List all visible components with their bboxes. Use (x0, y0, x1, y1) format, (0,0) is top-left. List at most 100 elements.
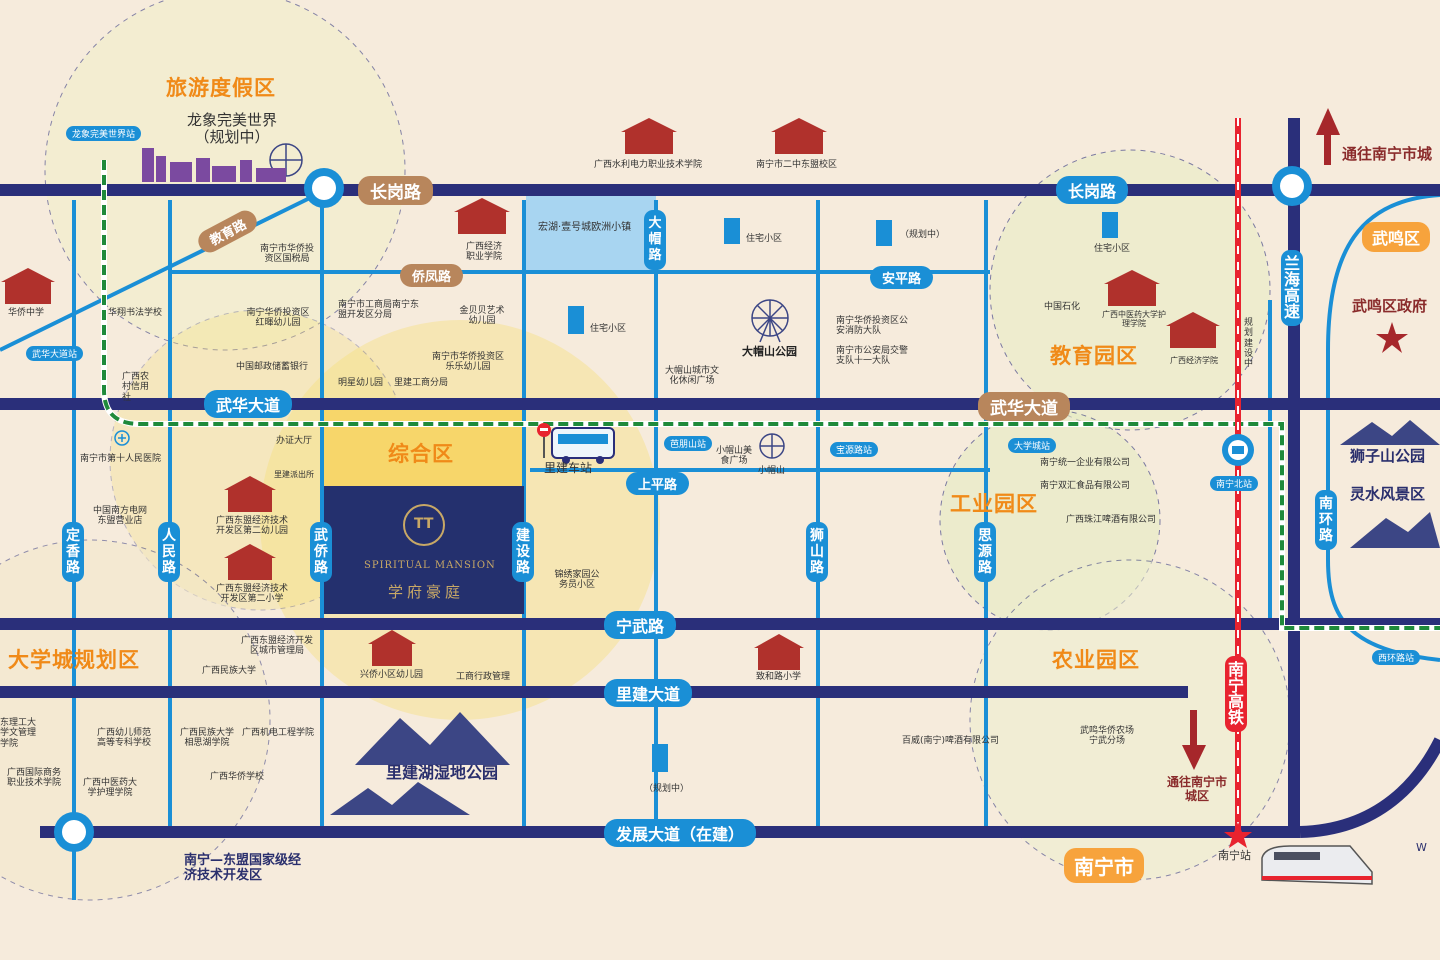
station-baoyuan: 宝源路站 (830, 442, 879, 457)
district-nanning-city: 南宁市 (1064, 848, 1144, 883)
park-lijian-lake: 里建湖湿地公园 (386, 763, 499, 782)
poi-p48: 广西中医药大学护理学院 (82, 778, 137, 799)
ferris-wheel-icons (269, 143, 789, 459)
poi-p3: 广西经济职业学院 (465, 242, 502, 263)
road-nanhuan: 南环路 (1315, 490, 1337, 550)
to-nanning-south: 通往南宁市城区 (1166, 775, 1227, 803)
station-lijian-bus: 里建车站 (544, 461, 593, 475)
poi-p30: 广西东盟经济技术开发区第二幼儿园 (215, 516, 288, 537)
nanning-station-star (1224, 822, 1252, 848)
poi-p44: 广西幼儿师范高等专科学校 (96, 728, 151, 749)
university-zone-circle (0, 539, 271, 901)
station-longxiang: 龙象完美世界站 (66, 126, 142, 141)
poi-p6: （规划中） (900, 230, 946, 240)
district-wuming: 武鸣区 (1362, 222, 1431, 252)
road-ningwu: 宁武路 (604, 611, 677, 639)
poi-p29: 中国南方电网东盟营业店 (92, 506, 147, 527)
poi-p37: 锦绣家园公务员小区 (554, 570, 600, 591)
poi-p1: 广西水利电力职业技术学院 (594, 160, 703, 170)
road-wuhua-right: 武华大道 (978, 392, 1070, 421)
poi-p33: 小帽山 (758, 466, 786, 476)
poi-p41: 工商行政管理 (456, 672, 511, 682)
road-qiaofeng: 侨凤路 (400, 264, 464, 287)
wuming-gov-star (1376, 322, 1408, 353)
road-anping: 安平路 (870, 266, 934, 289)
poi-p23: 中国石化 (1044, 302, 1081, 312)
poi-p49: 广西华侨学校 (210, 772, 265, 782)
poi-p25: 广西经济学院 (1170, 356, 1218, 365)
station-wuhua: 武华大道站 (26, 346, 84, 361)
poi-p26: 办证大厅 (276, 436, 313, 446)
project-name-cn: 学府豪庭 (388, 583, 465, 601)
project-logo: TT (414, 516, 434, 532)
zone-agriculture: 农业园区 (1052, 648, 1140, 672)
poi-p47: 广西国际商务职业技术学院 (6, 768, 61, 789)
poi-p7: 南宁市华侨投资区国税局 (259, 244, 314, 265)
poi-p51: 百威(南宁)啤酒有限公司 (902, 736, 1000, 746)
road-changgang-left: 长岗路 (358, 176, 433, 205)
station-xihuan: 西环路站 (1372, 650, 1421, 665)
bus-stop-icon (537, 423, 551, 458)
hongyu-block (526, 196, 656, 272)
road-jianshe: 建设路 (512, 522, 534, 582)
road-renmin: 人民路 (158, 522, 180, 582)
poi-p28: 里建派出所 (274, 470, 314, 479)
poi-p50: （规划中） (644, 784, 690, 794)
poi-p17: 里建工商分局 (394, 378, 449, 388)
poi-p5: 住宅小区 (746, 234, 783, 244)
zone-education: 教育园区 (1050, 344, 1138, 368)
zone-industry: 工业园区 (950, 492, 1038, 516)
poi-p42: 致和路小学 (756, 672, 802, 682)
poi-p31: 广西东盟经济技术开发区第二小学 (215, 584, 288, 605)
poi-p13: 南宁市工商局南宁东盟开发区分局 (338, 300, 420, 321)
poi-p32: 小帽山美食广场 (716, 446, 753, 467)
park-shizishan: 狮子山公园 (1350, 447, 1426, 465)
hospital-icon (114, 430, 130, 446)
poi-p10: 南宁华侨投资区红暉幼儿园 (246, 308, 310, 329)
theme-park-skyline (142, 148, 286, 182)
road-lijian: 里建大道 (604, 679, 693, 707)
road-changgang-right: 长岗路 (1056, 176, 1129, 204)
road-dingxiang: 定香路 (62, 522, 84, 582)
station-nanningbei: 南宁北站 (1210, 476, 1259, 491)
station-balangshan: 芭朋山站 (664, 436, 713, 451)
poi-p35: 南宁双汇食品有限公司 (1040, 481, 1131, 491)
direction-arrows (1182, 108, 1340, 770)
main-roads (0, 118, 1440, 838)
zone-tourism: 旅游度假区 (166, 76, 276, 100)
park-lingshui: 灵水风景区 (1350, 485, 1426, 503)
poi-p15: 南宁市华侨投资区乐乐幼儿园 (431, 352, 504, 373)
poi-p14: 金贝贝艺术幼儿园 (459, 306, 505, 327)
poi-p4: 宏湖·壹号城欧洲小镇 (538, 222, 632, 233)
rail-label: 南宁高铁 (1225, 656, 1247, 732)
school-building-icons (1, 118, 1220, 670)
road-wuhua-left: 武华大道 (204, 390, 293, 418)
poi-p18: 住宅小区 (590, 324, 627, 334)
road-lanhai: 兰海高速 (1281, 250, 1303, 326)
station-nanning: 南宁站 (1218, 849, 1251, 862)
project-block (324, 486, 524, 614)
to-nanning-city: 通往南宁市城 (1342, 145, 1433, 163)
rail-plan-note: 规划建设中 (1244, 318, 1254, 370)
project-name-en: SPIRITUAL MANSION (364, 560, 496, 571)
poi-p21: 南宁市公安局交警支队十一大队 (836, 346, 909, 367)
poi-p9: 华翔书法学校 (108, 308, 163, 318)
residential-icons (568, 212, 1118, 772)
poi-p36: 广西珠江啤酒有限公司 (1066, 515, 1157, 525)
poi-p16: 明星幼儿园 (338, 378, 384, 388)
poi-p24: 广西中医药大学护理学院 (1102, 310, 1166, 329)
poi-p19: 大帽山城市文化休闲广场 (664, 366, 719, 387)
railway-station-icon (1222, 434, 1254, 466)
interchange-nodes (54, 166, 1312, 852)
road-damao: 大帽路 (644, 210, 666, 270)
poi-p40: 兴侨小区幼儿园 (360, 670, 424, 680)
poi-p8: 华侨中学 (8, 308, 45, 318)
mountain-icons (330, 420, 1440, 815)
poi-p52: 武鸣华侨农场宁武分场 (1079, 726, 1134, 747)
train-icon (1261, 845, 1373, 885)
station-daxuecheng: 大学城站 (1008, 438, 1057, 453)
poi-p38: 广西东盟经济开发区城市管理局 (240, 636, 313, 657)
poi-p22: 住宅小区 (1094, 244, 1131, 254)
project-logo-ring (403, 504, 445, 546)
